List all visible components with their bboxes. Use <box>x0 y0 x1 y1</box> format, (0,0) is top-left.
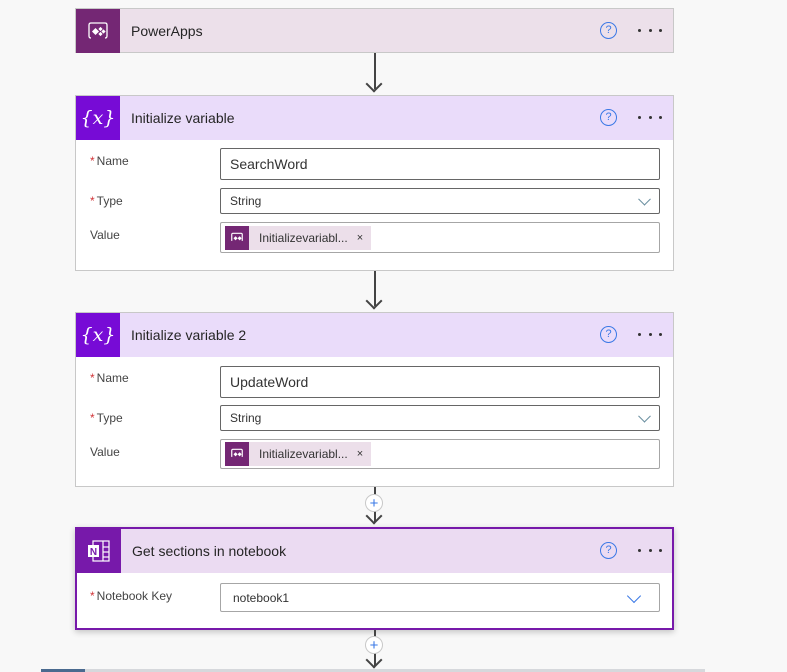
type-select[interactable]: String <box>220 188 660 214</box>
onenote-icon: N <box>77 529 121 573</box>
value-input[interactable]: Initializevariabl... × <box>220 439 660 469</box>
arrow-down-icon <box>365 651 383 669</box>
step-header[interactable]: N Get sections in notebook ? <box>77 529 672 573</box>
chevron-down-icon <box>638 192 651 206</box>
insert-step-button[interactable]: + <box>365 636 383 654</box>
help-icon[interactable]: ? <box>600 22 617 39</box>
svg-text:N: N <box>90 547 97 558</box>
powerapps-icon <box>225 442 249 466</box>
value-label: Value <box>90 445 120 459</box>
dynamic-content-token[interactable]: Initializevariabl... × <box>225 442 372 466</box>
remove-token-icon[interactable]: × <box>356 231 364 244</box>
type-select[interactable]: String <box>220 405 660 431</box>
step-initialize-variable[interactable]: {x} Initialize variable ? *Name SearchWo… <box>75 95 674 271</box>
more-options-icon[interactable] <box>638 21 662 39</box>
type-label: *Type <box>90 411 123 425</box>
name-label: *Name <box>90 371 129 385</box>
dynamic-content-token[interactable]: Initializevariabl... × <box>225 225 372 250</box>
more-options-icon[interactable] <box>638 108 662 126</box>
step-title: Initialize variable 2 <box>131 327 247 343</box>
connector-line <box>374 271 376 306</box>
variable-icon: {x} <box>76 96 120 140</box>
step-title: PowerApps <box>131 23 203 39</box>
arrow-down-icon <box>365 75 383 93</box>
step-header[interactable]: PowerApps ? <box>76 9 673 53</box>
remove-token-icon[interactable]: × <box>356 448 364 460</box>
more-options-icon[interactable] <box>638 325 662 343</box>
help-icon[interactable]: ? <box>600 542 617 559</box>
notebook-key-select[interactable]: notebook1 <box>220 583 660 612</box>
value-input[interactable]: Initializevariabl... × <box>220 222 660 253</box>
step-title: Get sections in notebook <box>132 543 287 559</box>
name-input[interactable]: UpdateWord <box>220 366 660 398</box>
step-powerapps[interactable]: PowerApps ? <box>75 8 674 53</box>
more-options-icon[interactable] <box>638 541 662 559</box>
step-header[interactable]: {x} Initialize variable 2 ? <box>76 313 673 357</box>
powerapps-icon <box>225 225 249 250</box>
next-step-edge <box>41 669 705 672</box>
type-label: *Type <box>90 194 123 208</box>
arrow-down-icon <box>365 292 383 310</box>
name-label: *Name <box>90 154 129 168</box>
token-label: Initializevariabl... <box>259 447 348 461</box>
powerapps-icon <box>76 9 120 53</box>
token-label: Initializevariabl... <box>259 230 348 245</box>
step-initialize-variable-2[interactable]: {x} Initialize variable 2 ? *Name Update… <box>75 312 674 487</box>
variable-icon: {x} <box>76 313 120 357</box>
help-icon[interactable]: ? <box>600 109 617 126</box>
value-label: Value <box>90 228 120 242</box>
name-input[interactable]: SearchWord <box>220 148 660 180</box>
chevron-down-icon <box>638 409 651 423</box>
insert-step-button[interactable]: + <box>365 494 383 512</box>
help-icon[interactable]: ? <box>600 326 617 343</box>
notebook-key-label: *Notebook Key <box>90 589 173 603</box>
chevron-down-icon <box>626 588 642 603</box>
connector-line <box>374 53 376 89</box>
step-get-sections-in-notebook[interactable]: N Get sections in notebook ? *Notebook K… <box>75 527 674 630</box>
step-title: Initialize variable <box>131 110 235 126</box>
step-header[interactable]: {x} Initialize variable ? <box>76 96 673 140</box>
